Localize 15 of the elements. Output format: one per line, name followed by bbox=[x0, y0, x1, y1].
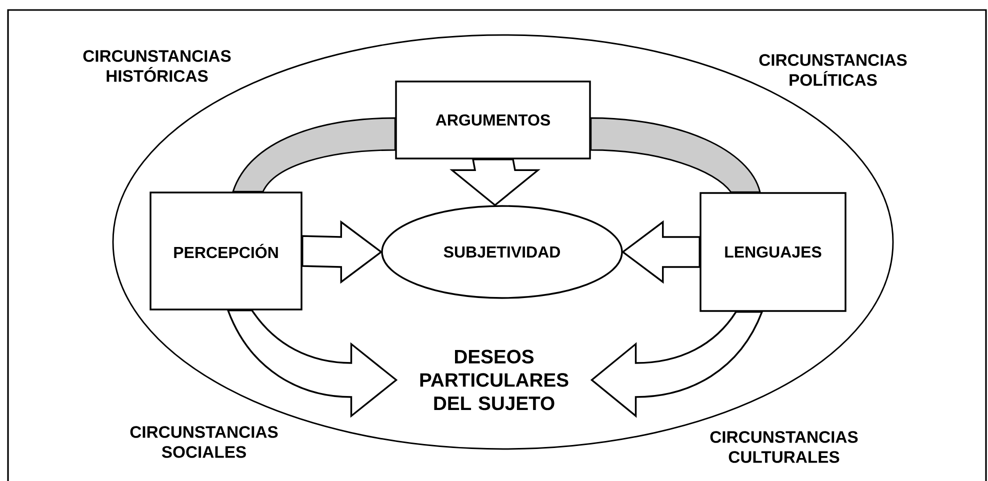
context-label: CIRCUNSTANCIAS SOCIALES bbox=[130, 426, 278, 458]
block-arrow bbox=[302, 220, 383, 284]
curved-band bbox=[590, 117, 761, 193]
context-label: CIRCUNSTANCIAS HISTÓRICAS bbox=[83, 50, 231, 82]
block-arrow bbox=[450, 158, 540, 206]
concept-box: PERCEPCIÓN bbox=[150, 192, 302, 310]
context-label: CIRCUNSTANCIAS POLÍTICAS bbox=[759, 54, 907, 86]
outcome-text: DESEOS PARTICULARES DEL SUJETO bbox=[420, 350, 568, 410]
context-label: CIRCUNSTANCIAS CULTURALES bbox=[710, 431, 858, 463]
curved-band bbox=[232, 117, 396, 192]
block-arrow bbox=[621, 220, 700, 284]
concept-box: ARGUMENTOS bbox=[395, 80, 591, 160]
curved-block-arrow bbox=[227, 310, 398, 417]
concept-box: LENGUAJES bbox=[700, 192, 846, 312]
curved-block-arrow bbox=[590, 311, 763, 417]
